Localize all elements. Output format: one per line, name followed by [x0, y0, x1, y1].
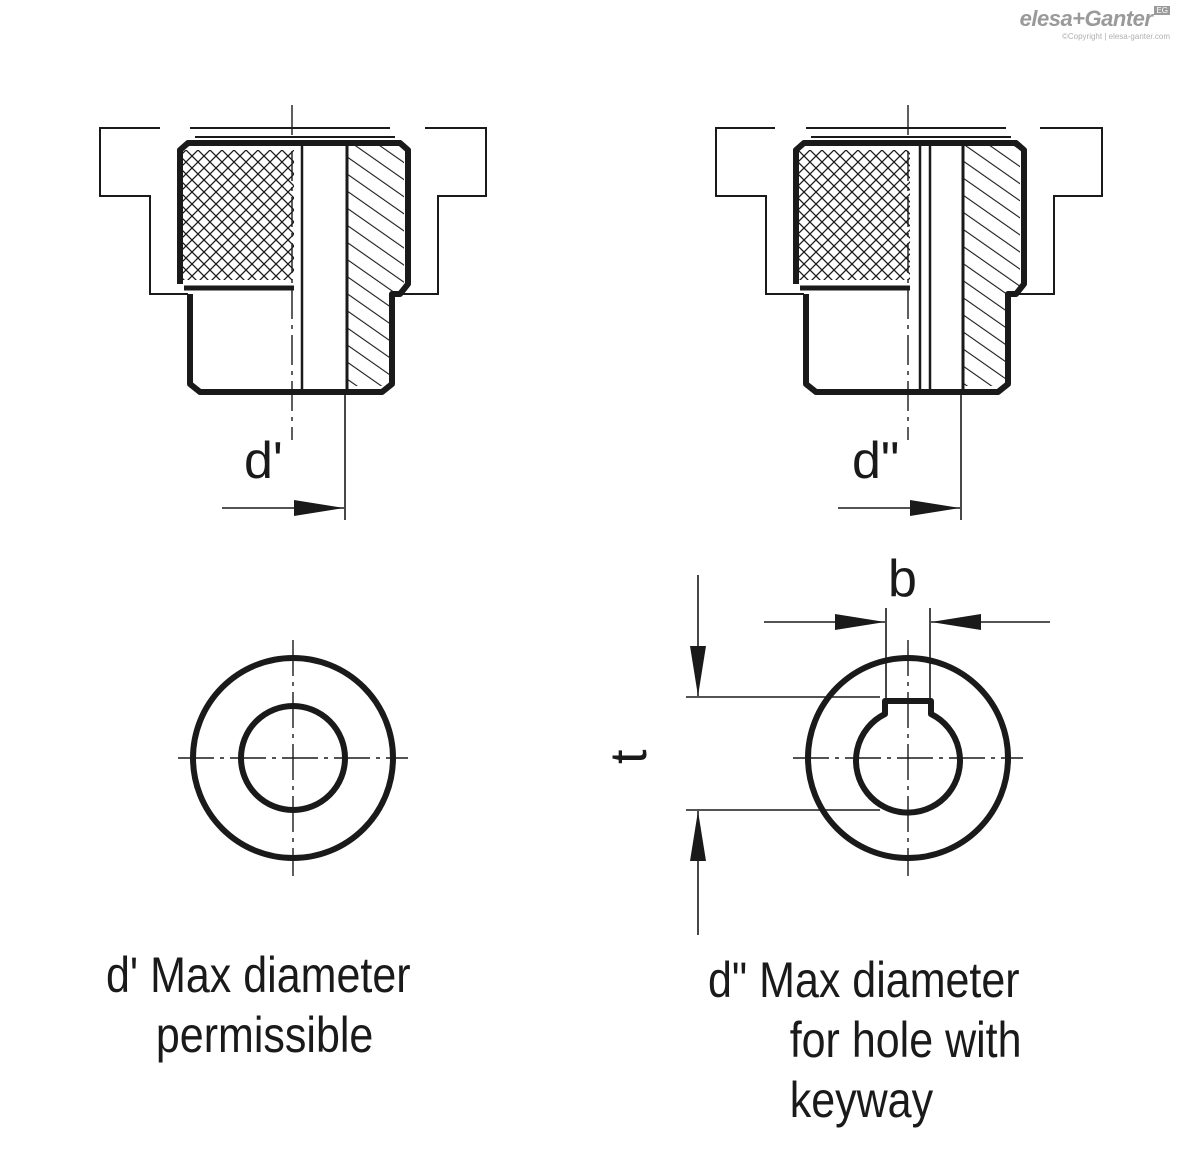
- caption-left: d' Max diameter permissible: [106, 945, 411, 1065]
- label-t: t: [600, 749, 658, 764]
- caption-right-line-1: d" Max diameter: [708, 952, 1020, 1008]
- right-plan-view: [686, 575, 1050, 935]
- left-knob-outline: [99, 127, 487, 295]
- left-knurled-zone: [180, 150, 294, 280]
- caption-right: d" Max diameter for hole with keyway: [708, 950, 1022, 1130]
- left-insert-body: [294, 140, 411, 395]
- right-knurled-zone: [796, 150, 910, 280]
- label-b: b: [888, 550, 917, 608]
- left-knurl-border: [177, 140, 294, 284]
- right-lower-shank: [803, 294, 910, 395]
- logo-badge: EG: [1154, 6, 1170, 15]
- caption-left-line-2: permissible: [155, 1007, 374, 1063]
- label-d-double: d": [852, 432, 899, 490]
- left-section-view: [99, 105, 487, 520]
- left-plan-view: [178, 640, 408, 876]
- right-hatched-wall: [964, 146, 1020, 386]
- label-d-single: d': [244, 432, 283, 490]
- right-knob-outline: [715, 127, 1103, 295]
- right-section-view: [715, 105, 1103, 520]
- right-knurl-border: [793, 140, 910, 284]
- left-hatched-wall: [348, 146, 404, 386]
- logo-copyright: ©Copyright | elesa-ganter.com: [1061, 32, 1170, 41]
- caption-left-line-1: d' Max diameter: [106, 947, 411, 1003]
- caption-right-line-3: keyway: [789, 1072, 934, 1128]
- right-keyway-bore: [853, 698, 963, 816]
- caption-right-line-2: for hole with: [789, 1012, 1022, 1068]
- logo-brand: elesa+Ganter: [1019, 6, 1153, 31]
- left-lower-shank: [187, 294, 294, 395]
- right-insert-body: [910, 140, 1027, 395]
